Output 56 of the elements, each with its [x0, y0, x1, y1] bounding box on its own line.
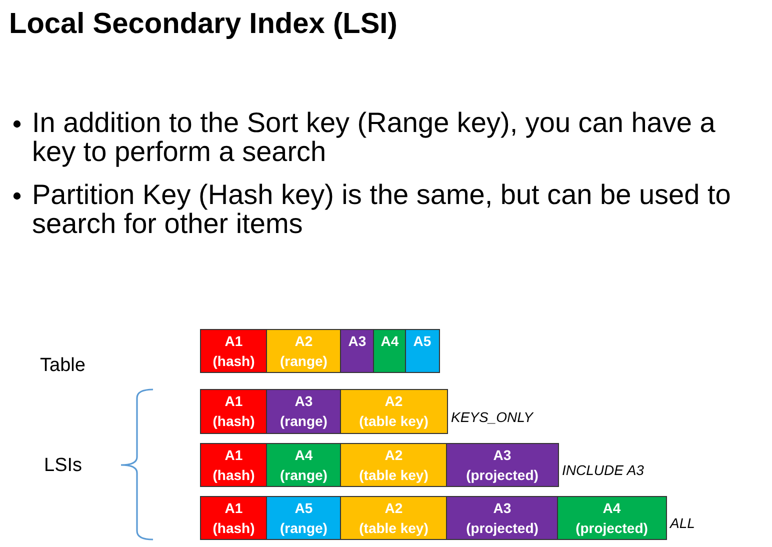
attribute-cell — [200, 389, 268, 434]
attribute-name: A3 — [348, 332, 366, 351]
row-label: LSIs — [44, 454, 82, 478]
attribute-cell — [266, 443, 342, 487]
attribute-name: A5 — [413, 332, 432, 351]
key-role-text: (range) — [280, 466, 328, 485]
attribute-name: A5 — [294, 499, 313, 518]
key-role-text: (table key) — [359, 412, 428, 431]
attribute-cell — [405, 329, 440, 373]
slide-title: Local Secondary Index (LSI) — [9, 7, 398, 42]
key-role-text: (table key) — [359, 466, 428, 485]
projection-type: INCLUDE A3 — [562, 461, 644, 479]
attribute-cell — [373, 329, 406, 373]
attribute-name: A4 — [602, 499, 621, 518]
key-role-text: (range) — [280, 412, 328, 431]
key-role-text: (hash) — [212, 352, 255, 371]
attribute-cell — [340, 329, 374, 373]
key-role-text: (hash) — [212, 466, 255, 485]
key-role-text: (projected) — [576, 519, 648, 538]
projection-type: KEYS_ONLY — [451, 408, 533, 426]
attribute-cell — [200, 496, 268, 540]
attribute-name: A2 — [384, 392, 403, 411]
attribute-name: A2 — [294, 332, 313, 351]
key-role-text: (hash) — [212, 412, 255, 431]
key-role-text: (projected) — [466, 519, 538, 538]
bullet-text: In addition to the Sort key (Range key), you can have a key to perform a search — [32, 108, 716, 166]
attribute-cell — [266, 329, 342, 373]
attribute-name: A3 — [294, 392, 313, 411]
attribute-name: A3 — [493, 499, 512, 518]
row-label: Table — [40, 354, 86, 378]
attribute-name: A4 — [380, 332, 399, 351]
attribute-name: A2 — [384, 499, 403, 518]
bullet-text: Partition Key (Hash key) is the same, but can be used to search for other items — [32, 180, 732, 238]
key-role-text: (projected) — [466, 466, 538, 485]
attribute-name: A1 — [224, 499, 243, 518]
attribute-cell — [200, 329, 268, 373]
key-role-text: (table key) — [359, 519, 428, 538]
attribute-cell — [340, 443, 448, 487]
attribute-name: A4 — [294, 446, 313, 465]
attribute-name: A1 — [224, 446, 243, 465]
attribute-name: A3 — [493, 446, 512, 465]
key-role-text: (range) — [280, 519, 328, 538]
key-role-text: (hash) — [212, 519, 255, 538]
attribute-name: A1 — [224, 392, 243, 411]
attribute-cell — [340, 389, 448, 434]
attribute-cell — [200, 443, 268, 487]
attribute-cell — [266, 389, 342, 434]
projection-type: ALL — [670, 514, 695, 532]
attribute-name: A2 — [384, 446, 403, 465]
attribute-cell — [266, 496, 342, 540]
attribute-name: A1 — [224, 332, 243, 351]
key-role-text: (range) — [280, 352, 328, 371]
attribute-cell — [446, 496, 558, 540]
attribute-cell — [446, 443, 558, 487]
attribute-cell — [340, 496, 448, 540]
attribute-cell — [557, 496, 666, 540]
